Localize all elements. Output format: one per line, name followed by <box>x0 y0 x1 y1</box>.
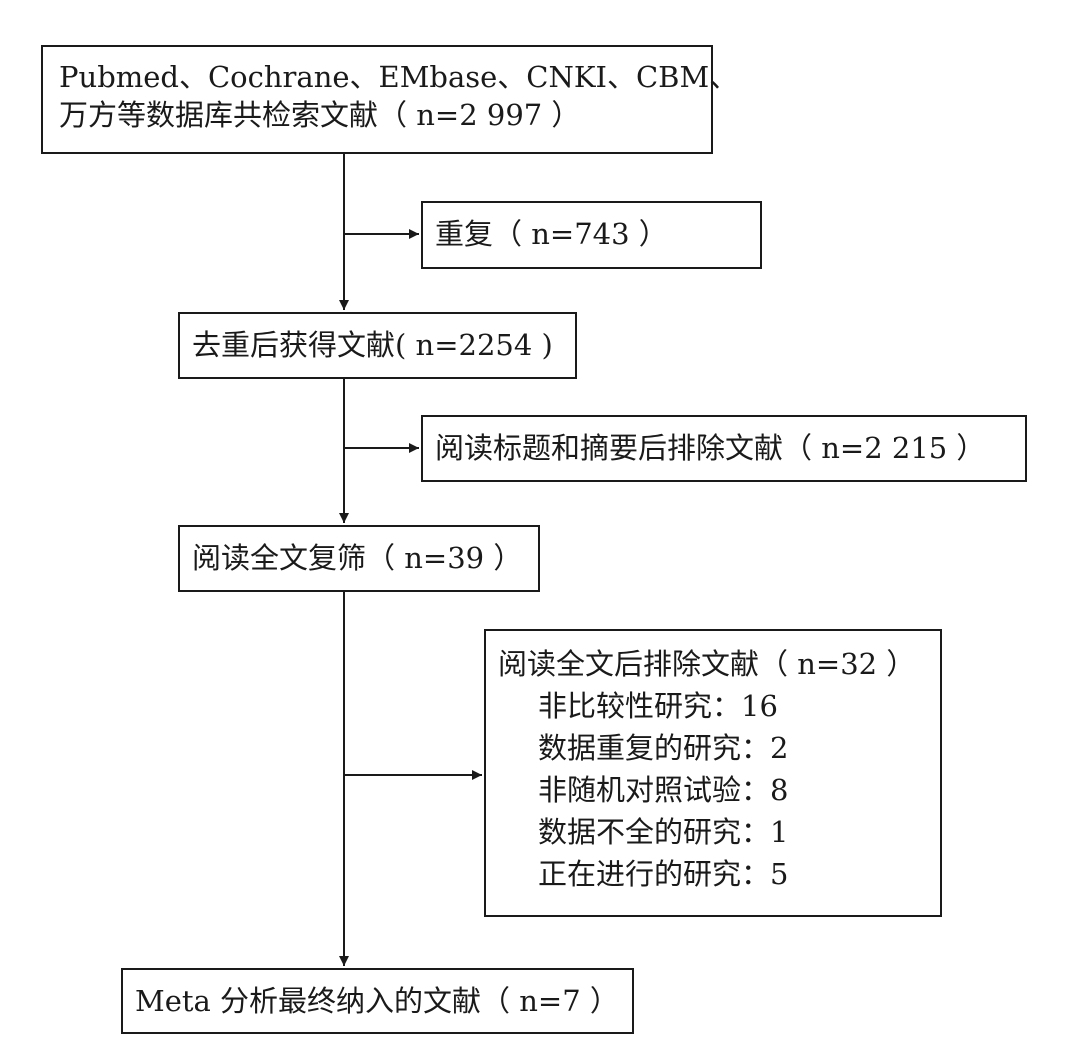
fulltext-screen-box: 阅读全文复筛（ n=39 ） <box>178 525 540 592</box>
exclusion-reason: 数据重复的研究：2 <box>538 731 789 766</box>
duplicates-text: 重复（ n=743 ） <box>435 217 668 251</box>
exclusion-reason: 非随机对照试验：8 <box>538 773 789 808</box>
excluded-fulltext-title: 阅读全文后排除文献（ n=32 ） <box>498 647 916 681</box>
after-dedup-text: 去重后获得文献( n=2254 ) <box>192 328 553 362</box>
excluded-title-abstract-text: 阅读标题和摘要后排除文献（ n=2 215 ） <box>435 431 986 465</box>
excluded-fulltext-box: 阅读全文后排除文献（ n=32 ） 非比较性研究：16 数据重复的研究：2 非随… <box>484 629 942 917</box>
exclusion-reason: 数据不全的研究：1 <box>538 815 789 850</box>
included-text: Meta 分析最终纳入的文献（ n=7 ） <box>135 984 619 1018</box>
after-dedup-box: 去重后获得文献( n=2254 ) <box>178 312 577 379</box>
search-line-1: Pubmed、Cochrane、EMbase、CNKI、CBM、 <box>59 60 739 94</box>
exclusion-reason: 正在进行的研究：5 <box>538 857 789 892</box>
exclusion-reason: 非比较性研究：16 <box>538 689 778 724</box>
search-line-2: 万方等数据库共检索文献（ n=2 997 ） <box>59 97 581 132</box>
search-box: Pubmed、Cochrane、EMbase、CNKI、CBM、 万方等数据库共… <box>41 45 739 154</box>
duplicates-box: 重复（ n=743 ） <box>421 201 762 269</box>
excluded-title-abstract-box: 阅读标题和摘要后排除文献（ n=2 215 ） <box>421 415 1027 482</box>
fulltext-screen-text: 阅读全文复筛（ n=39 ） <box>192 541 523 575</box>
included-box: Meta 分析最终纳入的文献（ n=7 ） <box>121 968 634 1034</box>
